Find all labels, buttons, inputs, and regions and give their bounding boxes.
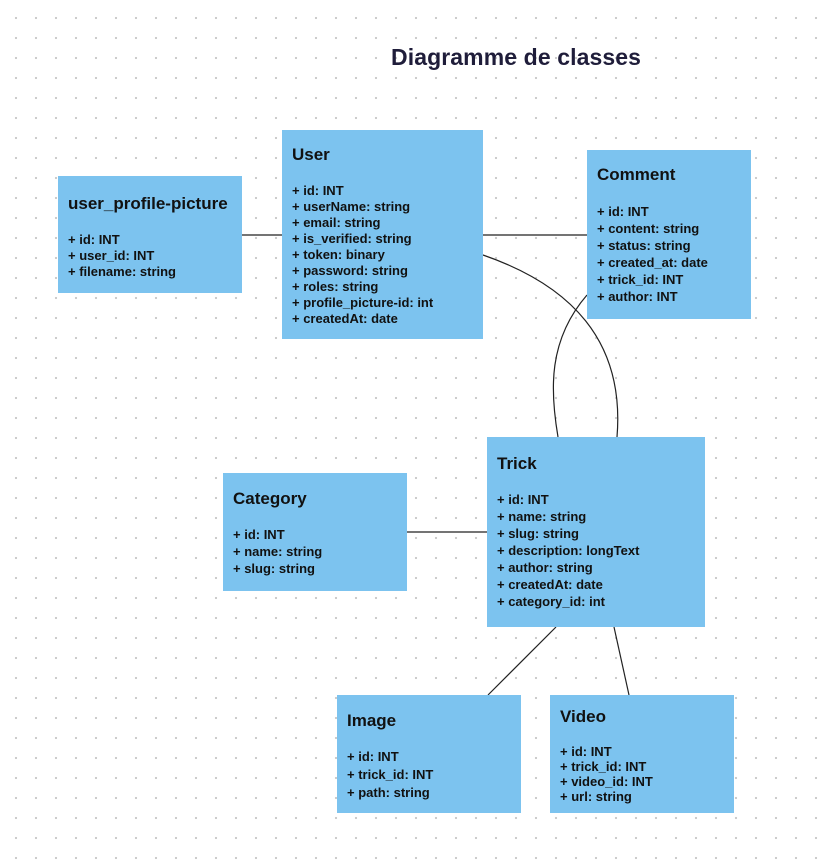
class-field: + password: string: [292, 263, 408, 278]
class-video[interactable]: Video + id: INT+ trick_id: INT+ video_id:…: [550, 695, 734, 813]
class-user[interactable]: User + id: INT+ userName: string+ email: …: [282, 130, 483, 339]
class-fields: + id: INT + content: string + status: stri…: [597, 203, 751, 305]
class-field: + id: INT: [292, 183, 344, 198]
class-name: Trick: [497, 454, 537, 473]
class-field: + trick_id: INT: [560, 759, 647, 774]
class-field: + category_id: int: [497, 594, 605, 609]
class-field: + id: INT: [68, 232, 120, 247]
class-fields: + id: INT + trick_id: INT + path: string: [347, 748, 521, 802]
class-field: + path: string: [347, 785, 430, 800]
class-field: + filename: string: [68, 264, 176, 279]
class-name: Image: [347, 711, 397, 730]
class-name: user_profile-picture: [68, 194, 228, 213]
class-comment[interactable]: Comment + id: INT + content: string + statu…: [587, 150, 751, 319]
class-field: + profile_picture-id: int: [292, 295, 434, 310]
class-field: + trick_id: INT: [347, 767, 434, 782]
edge-trick-to-image: [487, 626, 557, 696]
edge-user-to-trick: [482, 254, 619, 438]
class-fields: + id: INT+ trick_id: INT+ video_id: INT+…: [560, 744, 734, 804]
class-name: Video: [560, 707, 606, 726]
class-field: + roles: string: [292, 279, 379, 294]
class-trick[interactable]: Trick + id: INT + name: string + slug: stri…: [487, 437, 705, 627]
class-field: + id: INT: [347, 749, 399, 764]
class-field: + slug: string: [233, 561, 315, 576]
class-fields: + id: INT + name: string + slug: string + d…: [497, 491, 705, 610]
class-field: + createdAt: date: [292, 311, 398, 326]
class-fields: + id: INT+ user_id: INT+ filename: strin…: [68, 232, 242, 280]
class-field: + slug: string: [497, 526, 579, 541]
class-image[interactable]: Image + id: INT + trick_id: INT + path: str…: [337, 695, 521, 813]
class-field: + name: string: [233, 544, 323, 559]
edge-trick-to-video: [613, 626, 630, 696]
class-field: + email: string: [292, 215, 381, 230]
class-field: + created_at: date: [597, 255, 708, 270]
class-field: + is_verified: string: [292, 231, 412, 246]
class-field: + video_id: INT: [560, 774, 653, 789]
class-user-profile-picture[interactable]: user_profile-picture + id: INT+ user_id: …: [58, 176, 242, 293]
class-field: + user_id: INT: [68, 248, 155, 263]
class-category[interactable]: Category + id: INT + name: string + slug: s…: [223, 473, 407, 591]
class-field: + name: string: [497, 509, 587, 524]
class-field: + author: INT: [597, 289, 678, 304]
class-name: Category: [233, 489, 307, 508]
class-field: + id: INT: [497, 492, 549, 507]
class-field: + id: INT: [560, 744, 612, 759]
class-field: + trick_id: INT: [597, 272, 684, 287]
class-field: + id: INT: [597, 204, 649, 219]
class-fields: + id: INT+ userName: string+ email: stri…: [292, 183, 483, 327]
edge-comment-to-trick: [552, 294, 588, 438]
class-field: + token: binary: [292, 247, 385, 262]
class-field: + createdAt: date: [497, 577, 603, 592]
class-fields: + id: INT + name: string + slug: string: [233, 526, 407, 577]
class-field: + url: string: [560, 789, 632, 804]
class-field: + description: longText: [497, 543, 640, 558]
diagram-title: Diagramme de classes: [391, 44, 642, 70]
class-field: + status: string: [597, 238, 691, 253]
class-name: Comment: [597, 165, 676, 184]
class-field: + content: string: [597, 221, 700, 236]
class-field: + author: string: [497, 560, 593, 575]
class-name: User: [292, 145, 330, 164]
class-field: + id: INT: [233, 527, 285, 542]
class-field: + userName: string: [292, 199, 411, 214]
